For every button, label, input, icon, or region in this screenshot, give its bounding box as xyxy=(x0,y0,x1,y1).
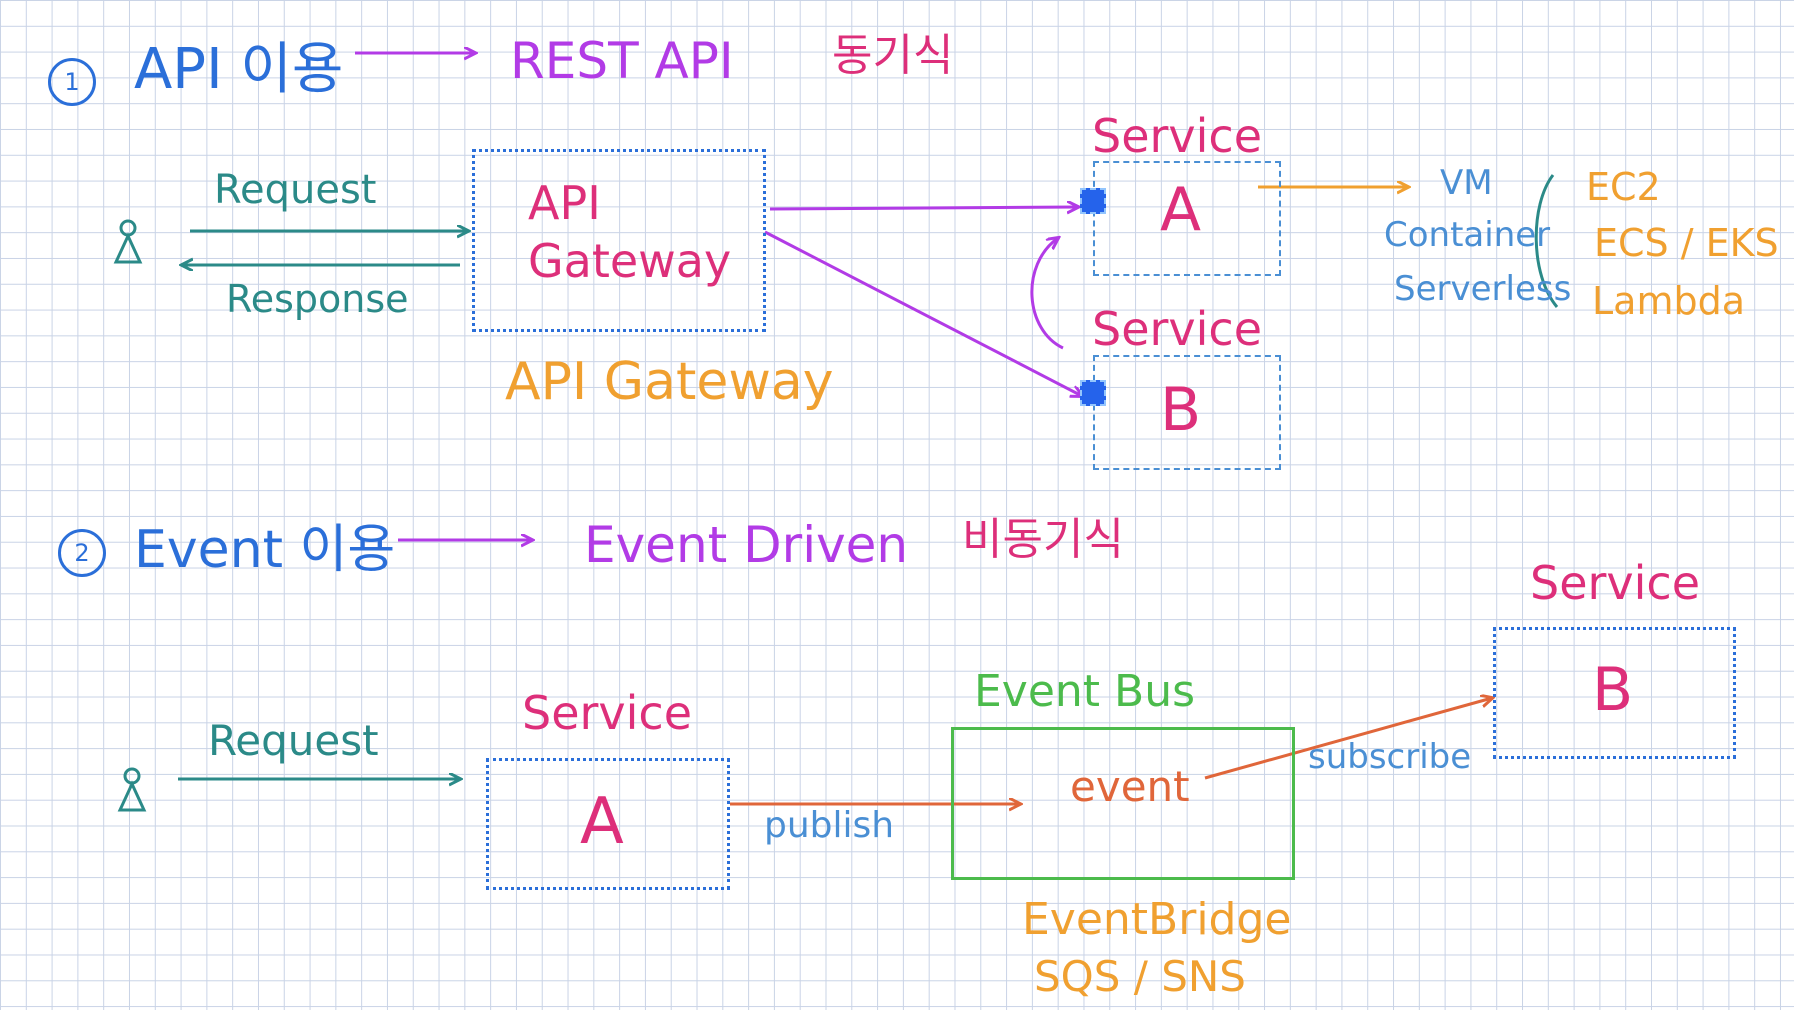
event-bus-label: Event Bus xyxy=(974,666,1196,717)
section2-title: Event 이용 xyxy=(134,520,396,580)
aws-ec2: EC2 xyxy=(1586,165,1661,209)
event-bus-box xyxy=(951,727,1295,880)
compute-vm: VM xyxy=(1440,163,1493,203)
user-icon-1 xyxy=(113,219,143,264)
user-icon-2 xyxy=(117,767,147,812)
eventbridge-label: EventBridge xyxy=(1022,894,1292,945)
service-a-connector-handle[interactable] xyxy=(1080,188,1106,214)
api-gateway-box xyxy=(472,149,766,332)
service-a-box-2 xyxy=(486,758,730,890)
aws-lambda: Lambda xyxy=(1592,279,1746,323)
service-b-connector-handle[interactable] xyxy=(1080,380,1106,406)
section1-number: 1 xyxy=(48,58,96,106)
service-a-letter-1: A xyxy=(1160,175,1202,245)
service-b-box-1 xyxy=(1093,355,1281,470)
service-a-letter-2: A xyxy=(580,785,624,859)
compute-serverless: Serverless xyxy=(1394,269,1572,309)
service-a-label-2: Service xyxy=(522,686,693,740)
section1-arrow-target: REST API xyxy=(510,32,734,90)
section2-arrow-target: Event Driven xyxy=(584,516,909,574)
compute-container: Container xyxy=(1384,215,1551,255)
request-label-1: Request xyxy=(214,167,377,213)
section1-title: API 이용 xyxy=(134,37,344,102)
section1-mode: 동기식 xyxy=(832,30,954,81)
gateway-to-b-arrow xyxy=(764,230,1082,396)
sqs-sns-label: SQS / SNS xyxy=(1034,952,1246,1001)
b-to-a-arrow xyxy=(1030,238,1064,350)
service-a-label-1: Service xyxy=(1092,109,1263,163)
api-gateway-box-line2: Gateway xyxy=(528,234,732,288)
service-b-letter-1: B xyxy=(1160,375,1202,445)
service-b-letter-2: B xyxy=(1592,655,1634,725)
service-b-label-2: Service xyxy=(1530,556,1701,610)
gateway-to-a-arrow xyxy=(769,207,1078,209)
aws-ecs-eks: ECS / EKS xyxy=(1594,221,1779,265)
service-a-box-1 xyxy=(1093,161,1281,276)
service-b-label-1: Service xyxy=(1092,302,1263,356)
api-gateway-box-line1: API xyxy=(528,176,601,230)
section2-mode: 비동기식 xyxy=(962,514,1124,565)
section2-number: 2 xyxy=(58,529,106,577)
compute-brace xyxy=(1534,174,1559,308)
api-gateway-caption: API Gateway xyxy=(505,352,834,412)
service-b-box-2 xyxy=(1493,627,1736,759)
response-label: Response xyxy=(226,277,409,321)
event-label: event xyxy=(1070,762,1190,811)
subscribe-arrow xyxy=(1204,698,1492,780)
request-label-2: Request xyxy=(208,716,379,765)
publish-label: publish xyxy=(764,805,895,846)
subscribe-label: subscribe xyxy=(1308,737,1472,777)
